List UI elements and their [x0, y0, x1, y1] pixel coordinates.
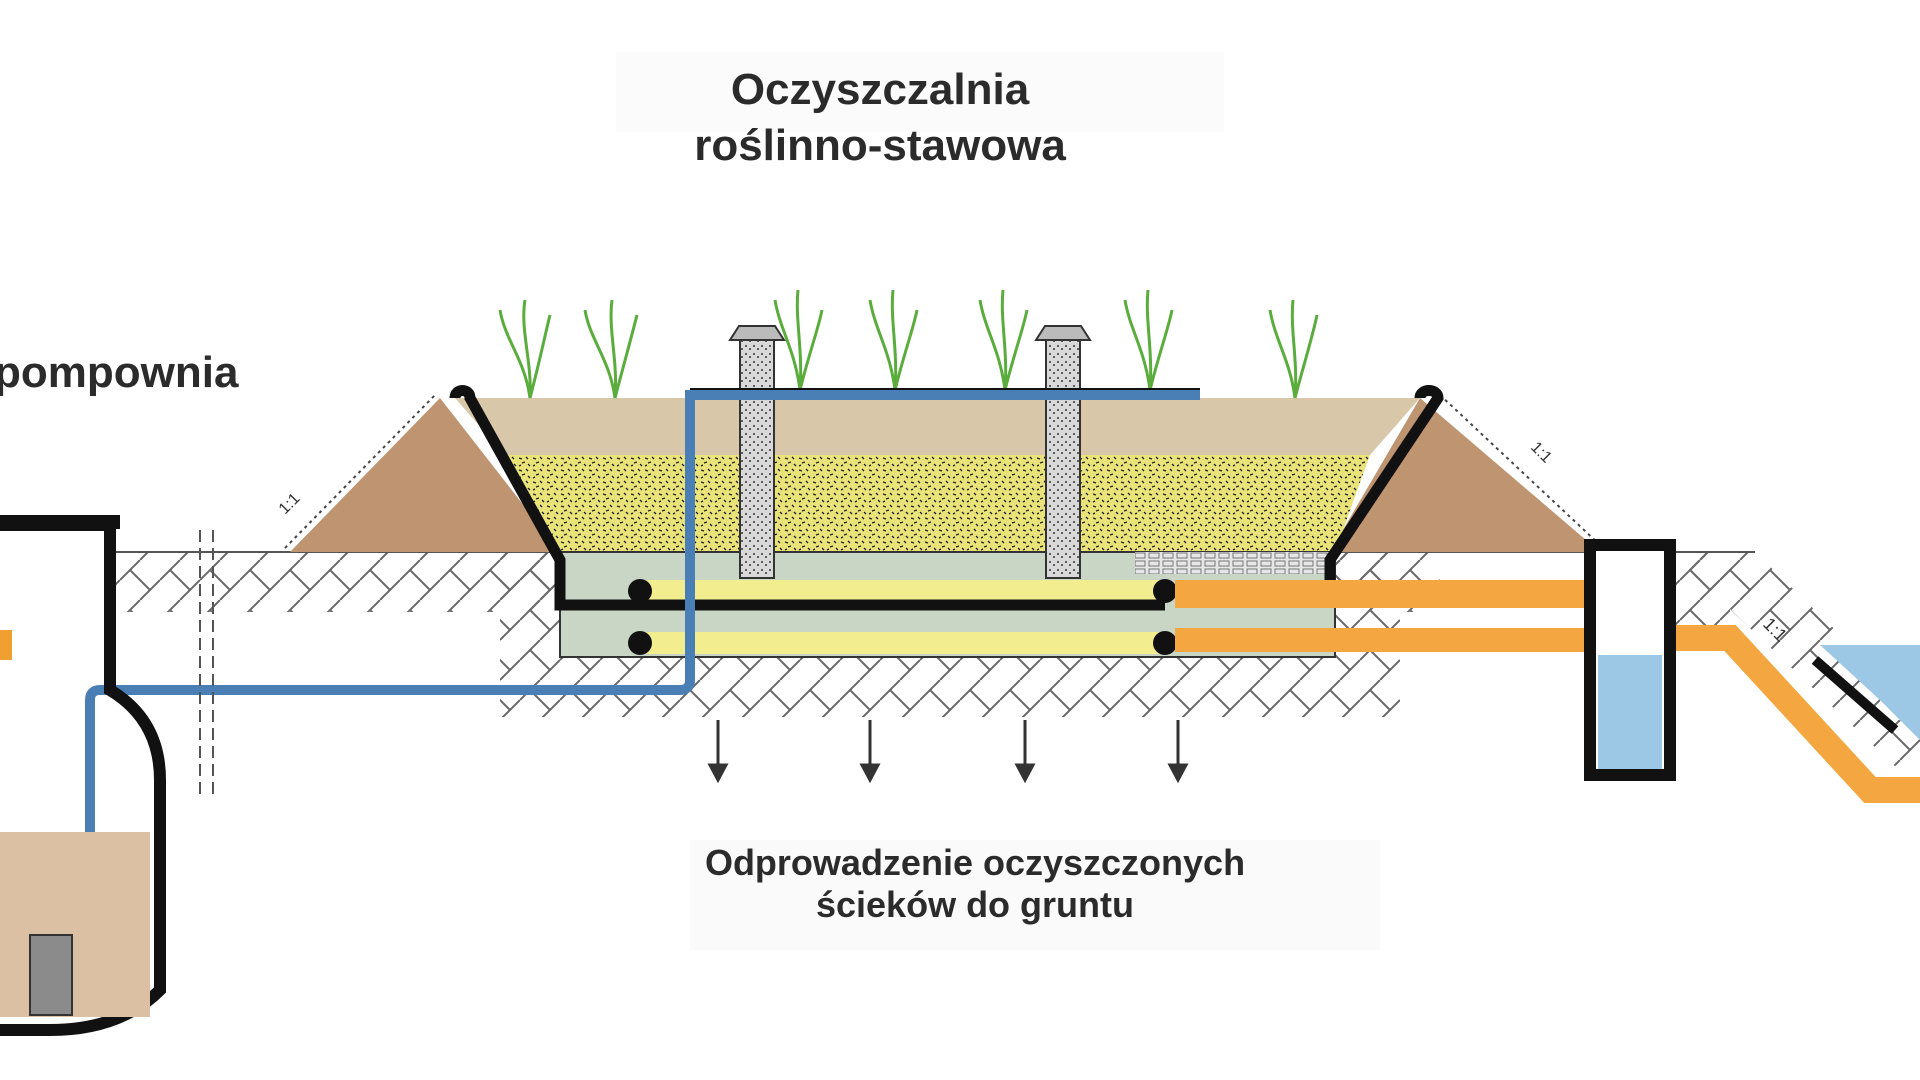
liner [449, 385, 1165, 611]
caption-background [690, 840, 1380, 950]
gravel-bed [505, 455, 1370, 552]
pond [1811, 645, 1920, 740]
pump-station [0, 515, 166, 1036]
embankment-left [284, 394, 560, 552]
drain-mesh [1135, 552, 1335, 574]
topsoil-layer [455, 398, 1420, 455]
drain-pipe-upper [640, 580, 1165, 602]
outflow-caption-line2: ścieków do gruntu [815, 884, 1135, 925]
drain-pipe-end [1153, 631, 1177, 655]
feed-pipe [85, 390, 1200, 990]
diagram-title-line2: roślinno-stawowa [694, 121, 1066, 170]
reed-plants [498, 289, 1319, 399]
outlet-pipe-upper [1175, 580, 1585, 608]
pipe-break-mark [199, 530, 214, 800]
title-background [616, 52, 1224, 132]
outflow-caption-line1: Odprowadzenie oczyszczonych [704, 842, 1246, 883]
vent-chimney-right [1034, 325, 1092, 579]
embankment-right [1330, 394, 1601, 552]
diagram-title-line1: Oczyszczalnia [730, 65, 1030, 114]
drain-pipe-end [628, 631, 652, 655]
outlet-pipe-to-pond [1660, 625, 1920, 803]
vent-chimney-left [728, 325, 786, 579]
submersible-pump [29, 934, 73, 1016]
slope-mark-right: 1:1 [1527, 439, 1555, 467]
inspection-well [1584, 539, 1676, 781]
outlet-pipe-lower [1175, 628, 1585, 652]
infiltration-arrows [707, 720, 1189, 784]
drain-pipe-end [1153, 579, 1177, 603]
drain-pipe-lower [640, 632, 1165, 654]
liner [1324, 385, 1444, 580]
pump-station-label: pompownia [0, 348, 239, 397]
drain-pipe-end [628, 579, 652, 603]
slope-mark-left: 1:1 [276, 490, 304, 518]
